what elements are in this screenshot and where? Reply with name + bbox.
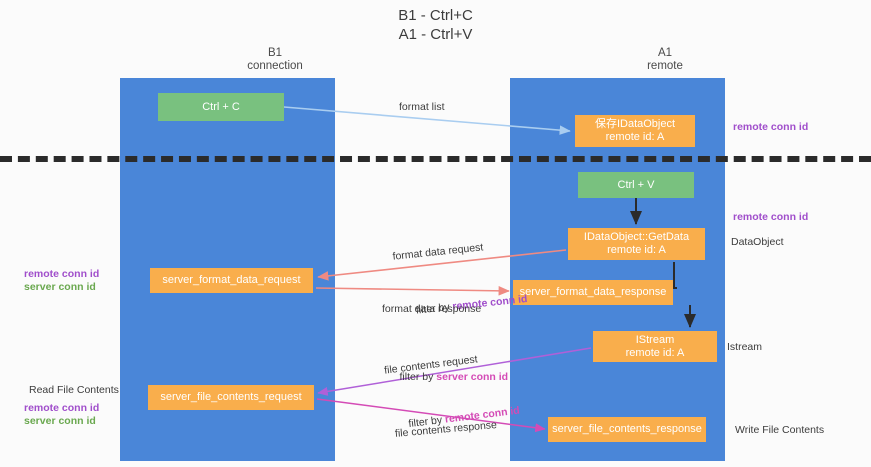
- box-istream-line1: IStream: [635, 333, 675, 346]
- box-idataobject-line1: 保存IDataObject: [594, 118, 676, 130]
- column-header-b1: B1 connection: [247, 47, 303, 72]
- box-server-file-contents-response[interactable]: server_file_contents_response: [548, 417, 706, 442]
- section-divider: [0, 156, 871, 162]
- box-server-format-data-request[interactable]: server_format_data_request: [150, 268, 313, 293]
- label-dataobject: DataObject: [731, 236, 784, 248]
- label-format-data-response-group: format data response filter by server co…: [382, 274, 508, 426]
- box-server-format-data-response-label: server_format_data_response: [519, 286, 667, 298]
- label-left-remote-conn-id: remote conn id: [24, 268, 100, 280]
- label-format-data-request: format data request: [392, 241, 484, 263]
- label-left-server-conn-id-2: server conn id: [24, 415, 96, 427]
- box-ctrl-v-label: Ctrl + V: [617, 178, 655, 191]
- label-format-data-response: format data response: [382, 303, 482, 315]
- box-idataobject-line2: remote id: A: [605, 131, 665, 143]
- box-idataobject-getdata[interactable]: IDataObject::GetData remote id: A: [568, 228, 705, 260]
- label-remote-conn-id-mid: remote conn id: [733, 211, 809, 223]
- label-left-conn-ids-bottom: remote conn id server conn id: [24, 402, 99, 428]
- box-ctrl-v[interactable]: Ctrl + V: [578, 172, 694, 198]
- box-server-file-contents-response-label: server_file_contents_response: [552, 423, 702, 435]
- label-file-contents-response: file contents response: [394, 418, 498, 440]
- label-left-remote-conn-id-2: remote conn id: [24, 402, 100, 414]
- box-server-file-contents-request[interactable]: server_file_contents_request: [148, 385, 314, 410]
- box-getdata-line2: remote id: A: [607, 244, 666, 256]
- label-left-conn-ids-top: remote conn id server conn id: [24, 268, 99, 294]
- label-istream-side: Istream: [727, 341, 763, 353]
- label-read-file-contents: Read File Contents: [29, 384, 119, 396]
- label-write-file-contents: Write File Contents: [735, 424, 825, 436]
- box-istream[interactable]: IStream remote id: A: [593, 331, 717, 362]
- column-header-a1: A1 remote: [647, 47, 683, 72]
- label-left-server-conn-id: server conn id: [24, 281, 96, 293]
- box-server-format-data-request-label: server_format_data_request: [162, 274, 301, 286]
- box-ctrl-c-label: Ctrl + C: [202, 100, 240, 113]
- box-server-file-contents-request-label: server_file_contents_request: [160, 391, 302, 403]
- label-filter-server-conn-id: filter by server conn id: [382, 356, 509, 398]
- label-file-contents-response-group: file contents response filter by server …: [392, 388, 530, 467]
- box-getdata-line1: IDataObject::GetData: [583, 231, 690, 243]
- box-ctrl-c[interactable]: Ctrl + C: [158, 93, 284, 121]
- box-idataobject[interactable]: 保存IDataObject remote id: A: [575, 115, 695, 147]
- label-filter-by-prefix-2: filter by: [399, 371, 437, 383]
- page-title: B1 - Ctrl+C A1 - Ctrl+V: [398, 7, 473, 43]
- label-format-list: format list: [399, 101, 445, 113]
- label-filter-server-conn-id-2: filter by server conn id: [398, 462, 527, 467]
- label-file-contents-request: file contents request: [383, 353, 479, 377]
- label-remote-conn-id-top: remote conn id: [733, 121, 809, 133]
- label-filter-server-conn-id-value: server conn id: [436, 371, 509, 383]
- box-istream-line2: remote id: A: [625, 346, 685, 359]
- box-server-format-data-response[interactable]: server_format_data_response: [513, 280, 673, 305]
